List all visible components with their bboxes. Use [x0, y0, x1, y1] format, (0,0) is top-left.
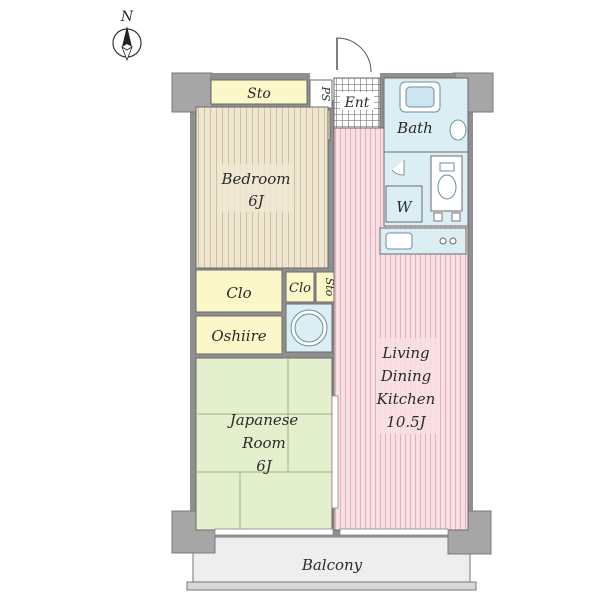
oshiire	[195, 315, 283, 355]
pillar-bottom-right	[447, 510, 492, 555]
toilet-icon	[430, 155, 463, 212]
closet-large-label: Clo	[226, 284, 251, 302]
washing-machine-icon	[285, 303, 333, 353]
storage-small-label: Sto	[323, 278, 336, 297]
washbasin-icon	[449, 119, 467, 141]
balcony-label: Balcony	[301, 556, 363, 574]
toilet-label: W	[396, 198, 413, 216]
bedroom-size: 6J	[248, 192, 265, 210]
storage-small	[315, 271, 335, 303]
entrance-door	[336, 37, 372, 73]
closet-small-label: Clo	[289, 281, 311, 296]
north-compass-icon: N	[112, 9, 142, 62]
window-japanese	[214, 528, 334, 536]
ldk-size: 10.5J	[386, 413, 426, 431]
balcony: Balcony	[186, 536, 477, 591]
sink-icon	[385, 232, 413, 250]
washing-machine-space	[385, 185, 423, 223]
entrance-label: Ent	[344, 95, 370, 111]
oshiire-label: Oshiire	[211, 327, 266, 345]
bedroom-name: Bedroom	[221, 170, 291, 188]
closet-large	[195, 269, 283, 313]
stove-burner-icon	[439, 237, 447, 245]
pillar-top-left	[171, 72, 213, 113]
ldk-line3: Kitchen	[376, 390, 436, 408]
bath-label: Bath	[396, 119, 433, 137]
closet-small	[285, 271, 315, 303]
storage-top-label: Sto	[247, 86, 271, 102]
ldk-line1: Living	[381, 344, 429, 362]
stove-burner-icon	[449, 237, 457, 245]
washroom-door-icon	[391, 160, 405, 176]
sliding-door	[331, 395, 339, 509]
japanese-size: 6J	[256, 457, 273, 475]
japanese-line1: Japanese	[227, 411, 299, 429]
window-ldk	[339, 528, 449, 536]
ps-label: PS	[319, 86, 332, 102]
japanese-line2: Room	[241, 434, 286, 452]
ldk-line2: Dining	[380, 367, 432, 385]
japanese-room	[195, 357, 333, 531]
kitchen-counter	[379, 227, 467, 255]
compass-letter: N	[120, 9, 134, 25]
storage-top	[210, 79, 308, 105]
